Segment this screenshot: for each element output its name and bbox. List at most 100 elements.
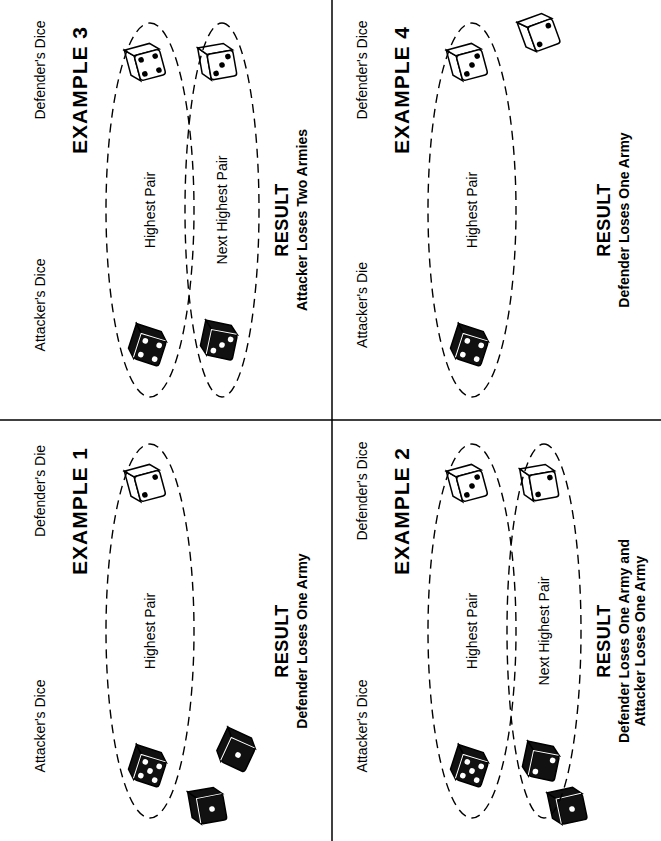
die-illustration xyxy=(199,320,239,360)
die-illustration xyxy=(126,324,169,367)
die-pip xyxy=(156,763,163,770)
dice-header: Defender's Dice xyxy=(32,20,48,119)
example-title: EXAMPLE 2 xyxy=(390,447,414,575)
die-pip xyxy=(545,22,552,29)
die-pip xyxy=(234,751,241,758)
die-edge xyxy=(206,329,236,359)
result-text: Defender Loses One Army xyxy=(616,132,632,307)
die-pip xyxy=(468,767,475,774)
example-title: EXAMPLE 4 xyxy=(390,26,414,154)
die-edge xyxy=(221,737,255,771)
die-edge xyxy=(455,333,487,365)
dice-header: Attacker's Dice xyxy=(32,680,48,773)
die-pip xyxy=(463,491,470,498)
die-illustration xyxy=(124,41,166,83)
die-pip xyxy=(532,768,539,775)
die-illustration xyxy=(521,741,561,781)
result-text: Attacker Loses Two Armies xyxy=(294,129,310,311)
die-pip xyxy=(225,53,231,59)
result-heading: RESULT xyxy=(272,604,293,678)
die-illustration xyxy=(448,324,491,367)
die-illustration xyxy=(517,11,561,55)
die-face xyxy=(456,49,488,81)
die-face xyxy=(134,755,167,788)
dice-header: Defender's Dice xyxy=(354,441,370,540)
die-pip xyxy=(464,758,471,765)
dashed-ellipse xyxy=(428,23,516,397)
die-face xyxy=(527,18,560,51)
die-pip xyxy=(137,772,144,779)
dice-header: Defender's Dice xyxy=(354,20,370,119)
pair-label: Highest Pair xyxy=(142,172,158,248)
die-pip xyxy=(459,351,466,358)
die-illustration xyxy=(547,786,587,826)
pair-ellipse: Highest Pair xyxy=(427,22,517,398)
example-title: EXAMPLE 3 xyxy=(68,26,92,154)
die-pip xyxy=(142,337,149,344)
die-pip xyxy=(473,356,480,363)
die-pip xyxy=(142,758,149,765)
pair-ellipse: Next Highest Pair xyxy=(184,22,260,398)
die-pip xyxy=(536,41,543,48)
example-title: EXAMPLE 1 xyxy=(68,447,92,575)
pair-label: Highest Pair xyxy=(464,172,480,248)
die-pip xyxy=(213,70,219,76)
die-pip xyxy=(141,70,148,77)
dice-header: Attacker's Dice xyxy=(354,680,370,773)
die-pip xyxy=(151,356,158,363)
die-edge xyxy=(133,754,165,786)
die-pip xyxy=(152,53,159,60)
result-text: Defender Loses One Army xyxy=(294,553,310,728)
die-pip xyxy=(138,56,145,63)
die-illustration xyxy=(188,786,227,825)
result-heading: RESULT xyxy=(272,183,293,257)
pair-ellipse: Highest Pair xyxy=(105,443,195,819)
die-pip xyxy=(210,347,217,354)
dice-group xyxy=(124,11,587,826)
die-face xyxy=(456,334,489,367)
dashed-ellipse xyxy=(185,23,259,397)
die-face xyxy=(134,49,166,81)
divider-line xyxy=(0,419,661,421)
dashed-ellipse xyxy=(106,23,194,397)
die-pip xyxy=(474,53,481,60)
die-edge xyxy=(455,754,487,786)
die-pip xyxy=(141,491,148,498)
die-pip xyxy=(469,483,476,490)
die-pip xyxy=(155,67,162,74)
dashed-ellipse xyxy=(428,444,516,818)
die-pip xyxy=(549,757,556,764)
die-pip xyxy=(569,806,576,813)
pair-label: Next Highest Pair xyxy=(214,156,230,265)
die-pip xyxy=(478,342,485,349)
die-face xyxy=(456,470,488,502)
die-pip xyxy=(151,777,158,784)
die-pip xyxy=(478,763,485,770)
die-edge xyxy=(528,750,558,780)
dashed-ellipse xyxy=(106,444,194,818)
die-illustration xyxy=(126,745,169,788)
die-illustration xyxy=(446,41,488,83)
die-pip xyxy=(473,777,480,784)
die-face xyxy=(529,471,559,501)
dice-header: Defender's Die xyxy=(32,445,48,537)
pair-label: Highest Pair xyxy=(464,593,480,669)
die-pip xyxy=(535,491,541,497)
result-text: Defender Loses One Army and Attacker Los… xyxy=(616,516,648,766)
result-heading: RESULT xyxy=(594,604,615,678)
die-pip xyxy=(219,62,225,68)
die-illustration xyxy=(446,462,488,504)
pair-ellipse: Next Highest Pair xyxy=(506,443,582,819)
die-edge xyxy=(133,333,165,365)
die-pip xyxy=(219,342,226,349)
die-pip xyxy=(547,474,553,480)
die-face xyxy=(529,751,560,782)
die-face xyxy=(207,330,238,361)
pair-ellipse: Highest Pair xyxy=(427,443,517,819)
result-heading: RESULT xyxy=(594,183,615,257)
die-pip xyxy=(227,336,234,343)
pair-label: Highest Pair xyxy=(142,593,158,669)
die-face xyxy=(134,470,166,502)
die-face xyxy=(207,50,237,80)
